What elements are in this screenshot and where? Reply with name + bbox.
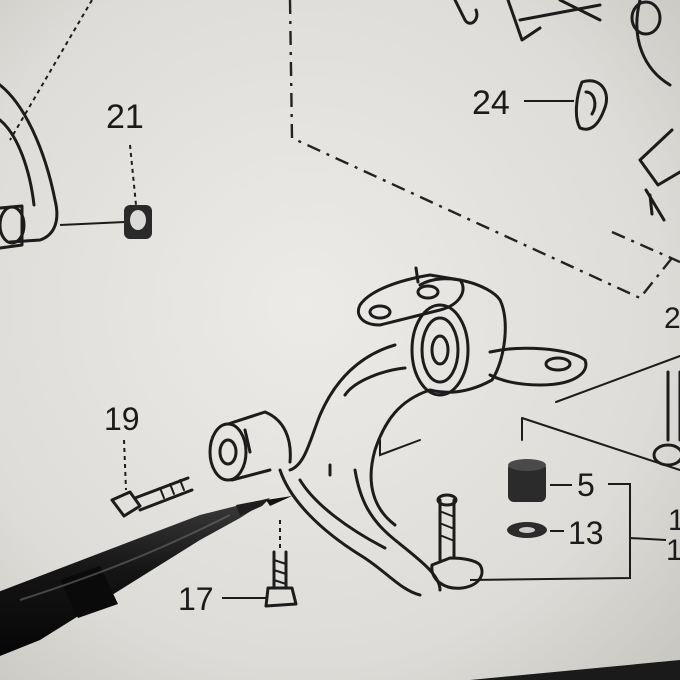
cable-harness-part: [453, 0, 680, 222]
bracket-group-5-13: [469, 483, 667, 581]
upper-arm-part: [0, 83, 59, 250]
clip-part-24: [524, 79, 608, 131]
cut-off-label-low: 1: [666, 534, 680, 567]
group-boundary-dashed: [288, 0, 673, 300]
right-edge-bolts: [652, 370, 680, 467]
cut-off-label-mid: 1: [668, 504, 680, 537]
nut-part-21: [59, 144, 152, 239]
group-boundary-dashed-2: [611, 230, 680, 264]
callout-24: 24: [472, 84, 510, 122]
screen-bezel: [470, 660, 680, 680]
lower-control-arm: [208, 266, 680, 597]
bushing-part-5: [508, 459, 572, 502]
callout-19: 19: [104, 401, 140, 437]
callout-13: 13: [568, 515, 604, 551]
bolt-part-19: [110, 439, 194, 518]
cut-off-label-top: 2: [664, 302, 680, 335]
callout-17: 17: [178, 581, 214, 617]
callout-5: 5: [577, 467, 595, 503]
washer-part-13: [507, 522, 564, 538]
pen: [0, 496, 292, 656]
callout-21: 21: [106, 98, 144, 136]
bolt-part-17: [222, 520, 298, 608]
dashed-line-upper-left: [9, 0, 93, 141]
